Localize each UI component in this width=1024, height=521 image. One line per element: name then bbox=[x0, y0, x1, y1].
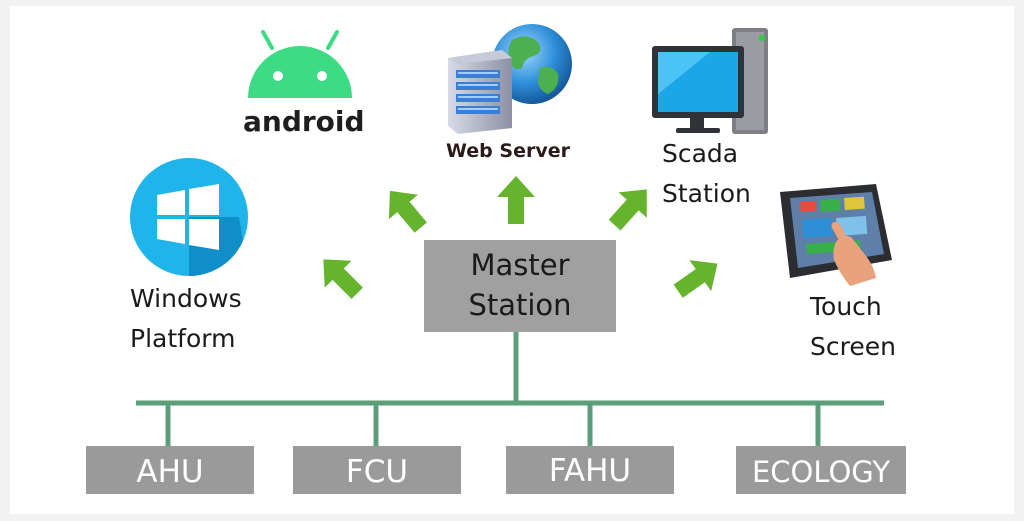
windows-logo-icon bbox=[130, 158, 248, 276]
unit-label-fahu: FAHU bbox=[548, 453, 632, 489]
touch-line2: Screen bbox=[810, 332, 896, 361]
web-server-label: Web Server bbox=[446, 140, 570, 162]
android-label: android bbox=[243, 105, 365, 138]
unit-box-ecology: ECOLOGY bbox=[736, 446, 906, 494]
windows-line2: Platform bbox=[130, 324, 236, 353]
unit-box-ahu: AHU bbox=[86, 446, 254, 494]
arrow-to-touch-screen bbox=[667, 248, 729, 307]
arrow-to-android bbox=[375, 178, 436, 240]
android-robot-icon bbox=[248, 30, 352, 98]
unit-box-fcu: FCU bbox=[293, 446, 461, 494]
scada-label: Scada Station bbox=[662, 134, 751, 214]
master-station-box: Master Station bbox=[424, 240, 616, 332]
scada-line2: Station bbox=[662, 179, 751, 208]
web-server-globe-icon bbox=[448, 24, 572, 134]
touch-panel-icon bbox=[780, 184, 892, 286]
desktop-computer-icon bbox=[652, 28, 768, 134]
windows-label: Windows Platform bbox=[130, 279, 242, 359]
scada-line1: Scada bbox=[662, 139, 739, 168]
unit-box-fahu: FAHU bbox=[506, 446, 674, 494]
arrow-to-windows bbox=[309, 245, 371, 307]
unit-label-ahu: AHU bbox=[136, 454, 204, 490]
arrow-to-web-server bbox=[497, 176, 535, 224]
touch-label: Touch Screen bbox=[810, 287, 896, 367]
unit-label-ecology: ECOLOGY bbox=[751, 455, 891, 489]
touch-line1: Touch bbox=[810, 292, 882, 321]
master-line2: Station bbox=[468, 288, 572, 322]
unit-label-fcu: FCU bbox=[345, 454, 409, 490]
windows-line1: Windows bbox=[130, 284, 242, 313]
master-line1: Master bbox=[470, 248, 570, 282]
arrow-to-scada bbox=[600, 176, 661, 238]
